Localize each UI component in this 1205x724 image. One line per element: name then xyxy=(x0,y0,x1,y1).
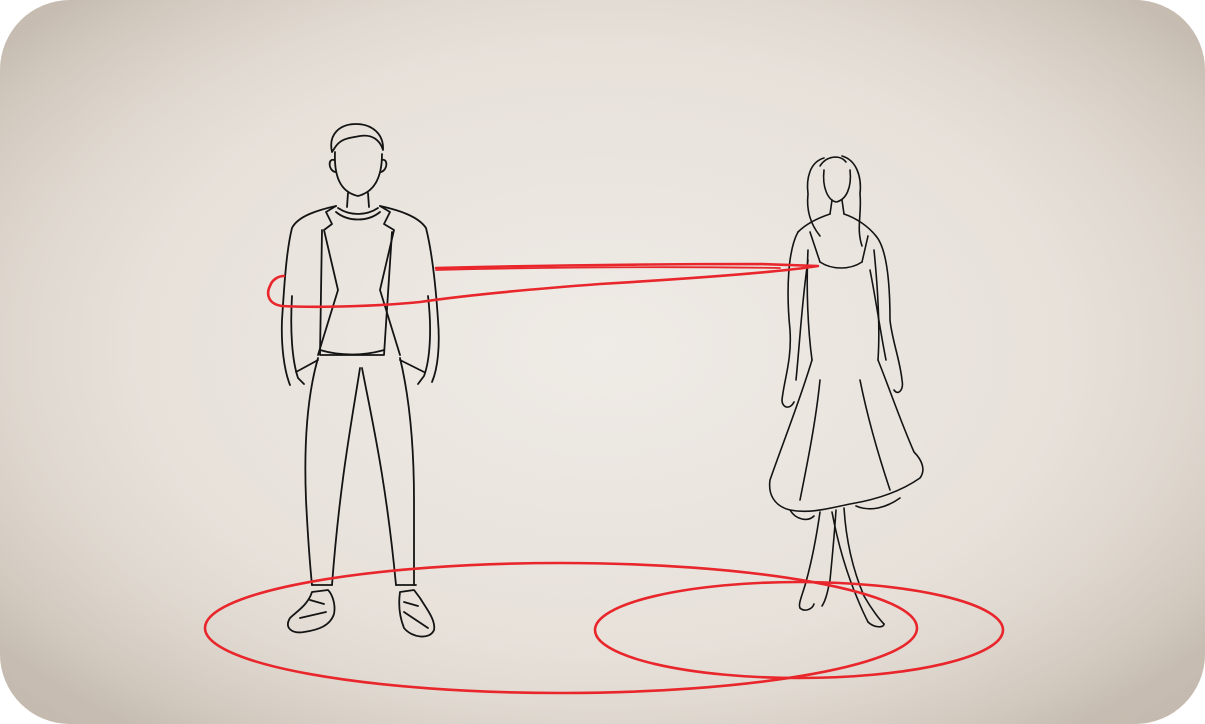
illustration-frame xyxy=(0,0,1205,724)
vignette xyxy=(0,0,1205,724)
scene-svg xyxy=(0,0,1205,724)
